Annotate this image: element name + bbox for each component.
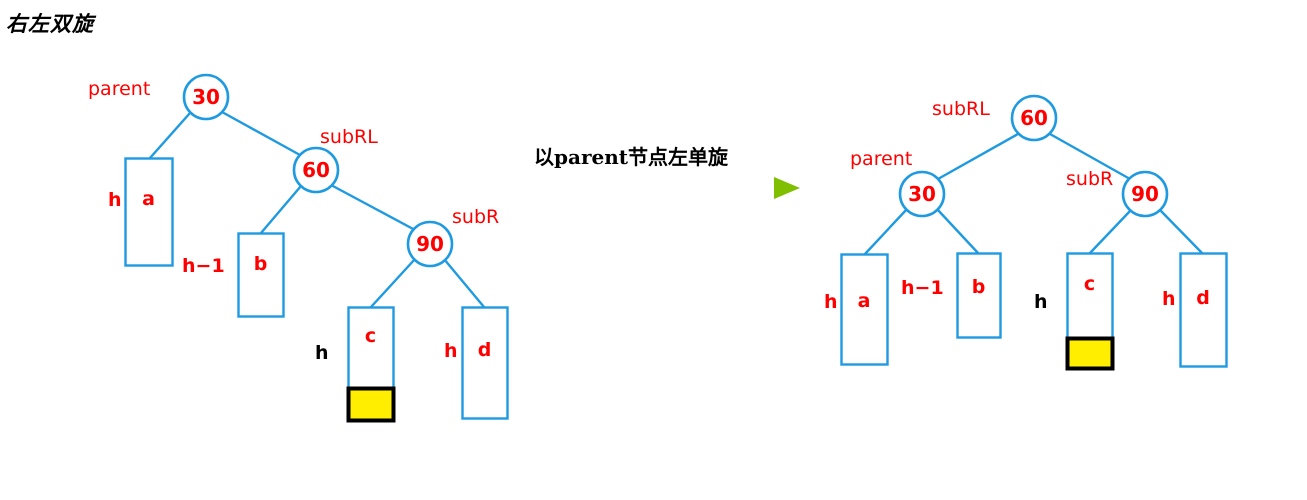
box-letter-b: b xyxy=(253,253,268,275)
transform-arrow-label: 以parent节点左单旋 xyxy=(534,145,728,169)
tree-node-value-60: 60 xyxy=(1020,106,1048,130)
subtree-box-d xyxy=(1179,252,1228,368)
right-tree-edge xyxy=(1088,208,1133,255)
node-tag-subr: subR xyxy=(452,206,500,228)
box-height-label-c: h xyxy=(1034,291,1048,313)
box-height-label-d: h xyxy=(444,340,458,362)
box-letter-b: b xyxy=(971,276,986,298)
box-letter-d: d xyxy=(477,339,492,361)
left-tree-edge xyxy=(259,184,303,235)
box-letter-a: a xyxy=(857,290,871,312)
page-title: 右左双旋 xyxy=(6,11,94,36)
left-tree-boxes xyxy=(124,157,509,423)
subtree-box-c xyxy=(1066,252,1114,340)
box-letter-a: a xyxy=(142,188,155,210)
box-height-label-d: h xyxy=(1162,288,1176,310)
left-tree-edge xyxy=(329,183,417,232)
tree-node-value-30: 30 xyxy=(192,85,220,109)
box-height-label-c: h xyxy=(315,342,329,364)
transform-arrow xyxy=(524,177,800,199)
node-tag-parent: parent xyxy=(850,148,913,170)
right-tree-edge xyxy=(1158,208,1204,255)
inserted-node-highlight xyxy=(1065,336,1115,371)
subtree-box-c xyxy=(347,306,395,390)
inserted-node-highlight xyxy=(346,386,396,423)
arrow-head xyxy=(774,177,800,199)
tree-node-value-90: 90 xyxy=(416,232,444,256)
tree-node-value-60: 60 xyxy=(302,158,330,182)
tree-node-value-30: 30 xyxy=(908,182,936,206)
box-height-label-a: h xyxy=(824,291,838,313)
subtree-box-b xyxy=(237,232,285,318)
right-tree-edge xyxy=(863,207,909,256)
right-tree-edge xyxy=(936,132,1020,181)
box-letter-c: c xyxy=(1083,273,1096,295)
tree-node-value-90: 90 xyxy=(1131,182,1159,206)
subtree-box-d xyxy=(461,306,509,420)
left-tree-edge xyxy=(442,257,486,309)
box-height-label-a: h xyxy=(108,189,122,211)
box-letter-c: c xyxy=(364,325,377,347)
left-tree-edge xyxy=(369,257,417,309)
left-tree-edges xyxy=(148,110,486,309)
left-tree-edge xyxy=(220,110,302,157)
left-tree-edge xyxy=(148,111,192,160)
node-tag-subrl: subRL xyxy=(320,126,378,148)
subtree-box-a xyxy=(124,157,174,267)
node-tag-parent: parent xyxy=(88,78,151,100)
box-letter-d: d xyxy=(1196,287,1210,309)
right-tree-edge xyxy=(935,207,980,255)
node-tag-subr: subR xyxy=(1066,168,1114,190)
node-tag-subrl: subRL xyxy=(932,98,990,120)
box-height-label-b: h−1 xyxy=(901,277,944,299)
box-height-label-b: h−1 xyxy=(182,255,225,277)
